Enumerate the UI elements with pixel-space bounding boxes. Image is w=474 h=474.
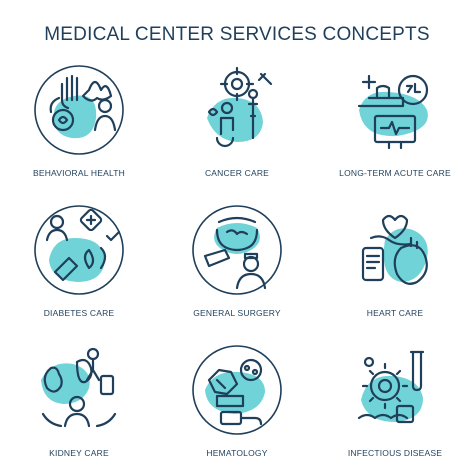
concept-label: HEART CARE: [366, 308, 424, 318]
concept-label: KIDNEY CARE: [49, 448, 109, 458]
heart-care-icon: [361, 214, 428, 285]
long-term-acute-care-icon: [357, 74, 429, 150]
general-surgery-icon: [192, 205, 282, 295]
concept-label: INFECTIOUS DISEASE: [347, 448, 443, 458]
concept-label: BEHAVIORAL HEALTH: [32, 168, 126, 178]
concept-card-behavioral-health: BEHAVIORAL HEALTH: [0, 54, 158, 188]
concept-card-general-surgery: GENERAL SURGERY: [158, 194, 316, 328]
concept-label: CANCER CARE: [204, 168, 270, 178]
hematology-icon: [192, 345, 282, 435]
page-title: MEDICAL CENTER SERVICES CONCEPTS: [44, 24, 430, 45]
diabetes-care-icon: [34, 205, 124, 295]
concept-card-infectious-disease: INFECTIOUS DISEASE: [316, 334, 474, 468]
cancer-care-icon: [207, 66, 273, 148]
concept-label: DIABETES CARE: [43, 308, 115, 318]
concept-label: HEMATOLOGY: [206, 448, 268, 458]
concept-card-hematology: HEMATOLOGY: [158, 334, 316, 468]
concept-card-kidney-care: KIDNEY CARE: [0, 334, 158, 468]
infectious-disease-icon: [357, 350, 425, 424]
concept-card-heart-care: HEART CARE: [316, 194, 474, 328]
concept-card-cancer-care: CANCER CARE: [158, 54, 316, 188]
concept-grid: BEHAVIORAL HEALTH CANCER CARE: [0, 54, 474, 464]
concept-card-diabetes-care: DIABETES CARE: [0, 194, 158, 328]
behavioral-health-icon: [34, 65, 124, 155]
concept-card-long-term-acute-care: LONG-TERM ACUTE CARE: [316, 54, 474, 188]
concept-label: GENERAL SURGERY: [193, 308, 281, 318]
concept-label: LONG-TERM ACUTE CARE: [339, 168, 451, 178]
kidney-care-icon: [41, 347, 117, 428]
